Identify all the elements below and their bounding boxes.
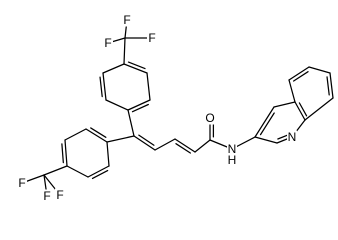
double-bond-line [259,112,275,136]
atom-label-background [17,176,27,190]
double-bond-line [64,139,68,167]
atom-label-fluorine: F [123,13,130,27]
double-bond-line [288,66,310,81]
atom-label-background [122,13,132,27]
single-bond-line [106,135,135,143]
atom-label-background [227,142,237,156]
single-bond-line [194,139,211,153]
double-bond-line [254,106,275,138]
double-bond-line [91,169,109,180]
structure-canvas: F F F F F F O N H N [17,13,334,203]
single-bond-line [105,99,129,111]
single-bond-line [102,63,125,74]
atom-label-oxygen: O [205,111,214,125]
atom-label-amide-hydrogen: H [228,153,237,167]
double-bond-line [87,165,110,178]
molecule-structure-drawing: F F F F F F O N H N [17,13,334,203]
single-bond-line [273,101,296,108]
atom-label-background [227,153,237,167]
atom-label-quinoline-nitrogen: N [288,130,297,144]
double-bond-line [61,143,64,164]
double-bond-line [277,134,290,140]
double-bond-line [99,76,103,98]
double-bond-line [326,76,330,96]
double-bond-line [127,61,146,70]
atom-label-background [42,189,52,203]
single-bond-line [66,165,89,178]
double-bond-line [138,134,155,146]
double-bond-line [133,135,156,151]
double-bond-line [175,143,191,154]
bond-layer [21,19,334,197]
single-bond-line [106,141,110,167]
single-bond-line [254,136,278,144]
double-bond-line [102,72,107,101]
single-bond-line [64,128,87,141]
atom-label-amide-nitrogen: N [228,142,237,156]
double-bond-line [90,127,107,138]
atom-label-fluorine: F [148,31,155,45]
double-bond-line [123,63,148,74]
single-bond-line [123,37,126,65]
atom-label-background [55,188,65,202]
double-bond-line [131,103,149,113]
single-bond-line [308,66,331,74]
atom-label-fluorine: F [43,189,50,203]
double-bond-line [127,99,151,111]
single-bond-line [288,79,296,103]
double-bond-line [174,138,196,153]
atom-label-fluorine: F [56,188,63,202]
atom-label-layer: F F F F F F O N H N [17,13,297,203]
single-bond-line [43,165,68,176]
atom-label-fluorine: F [18,176,25,190]
atom-label-background [205,111,215,125]
atom-label-background [103,36,113,50]
single-bond-line [127,109,135,137]
double-bond-line [85,128,108,143]
single-bond-line [304,97,334,121]
atom-label-fluorine: F [104,36,111,50]
atom-label-background [287,130,297,144]
single-bond-line [154,138,176,151]
double-bond-line [298,102,308,117]
double-bond-line [293,71,309,82]
single-bond-line [146,72,151,101]
double-bond-line [294,101,306,121]
double-bond-line [329,72,334,99]
atom-label-background [147,31,157,45]
